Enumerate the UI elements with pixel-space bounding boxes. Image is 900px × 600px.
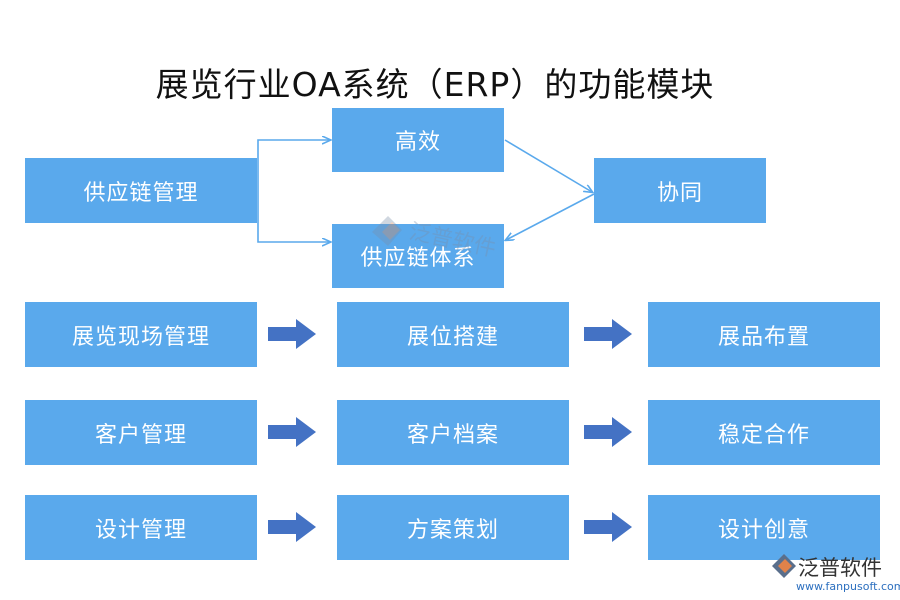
connector-merge-to-bottom bbox=[506, 193, 595, 240]
source-box: 供应链管理 bbox=[25, 158, 257, 223]
branch-bottom-box: 供应链体系 bbox=[332, 224, 504, 288]
row-arrow bbox=[268, 319, 316, 349]
row-3-box-1: 设计管理 bbox=[25, 495, 257, 560]
logo-url: www.fanpusoft.com bbox=[796, 580, 900, 593]
page-title: 展览行业OA系统（ERP）的功能模块 bbox=[155, 65, 715, 104]
row-arrow bbox=[584, 319, 632, 349]
row-1-box-3: 展品布置 bbox=[648, 302, 880, 367]
row-2-label-2: 客户档案 bbox=[406, 422, 499, 448]
connector-to-bottom bbox=[257, 191, 330, 242]
connector-to-top bbox=[257, 140, 330, 191]
row-3-label-1: 设计管理 bbox=[94, 517, 187, 543]
row-1-label-2: 展位搭建 bbox=[406, 324, 499, 350]
logo-name: 泛普软件 bbox=[798, 556, 882, 580]
row-3-label-3: 设计创意 bbox=[717, 517, 810, 543]
fanpu-logo-icon bbox=[772, 554, 796, 578]
row-1-box-1: 展览现场管理 bbox=[25, 302, 257, 367]
row-3-box-3: 设计创意 bbox=[648, 495, 880, 560]
branch-top-box: 高效 bbox=[332, 108, 504, 172]
source-label: 供应链管理 bbox=[83, 180, 199, 206]
row-arrow bbox=[584, 512, 632, 542]
row-2-box-2: 客户档案 bbox=[337, 400, 569, 465]
row-1-label-1: 展览现场管理 bbox=[71, 324, 210, 350]
branch-top-label: 高效 bbox=[394, 130, 441, 155]
row-arrow bbox=[268, 417, 316, 447]
svg-text:泛普软件: 泛普软件 bbox=[407, 219, 498, 262]
connector-top-to-merge bbox=[504, 139, 592, 192]
row-2-label-3: 稳定合作 bbox=[717, 422, 810, 448]
row-1-label-3: 展品布置 bbox=[717, 324, 810, 350]
row-arrows bbox=[268, 319, 632, 542]
row-2-box-3: 稳定合作 bbox=[648, 400, 880, 465]
row-3-label-2: 方案策划 bbox=[406, 517, 499, 543]
row-1-box-2: 展位搭建 bbox=[337, 302, 569, 367]
merge-box: 协同 bbox=[594, 158, 766, 223]
row-3-box-2: 方案策划 bbox=[337, 495, 569, 560]
watermark-logo: 泛普软件 bbox=[372, 216, 498, 262]
brand-logo: 泛普软件 www.fanpusoft.com bbox=[770, 550, 900, 596]
row-2-box-1: 客户管理 bbox=[25, 400, 257, 465]
row-2-label-1: 客户管理 bbox=[94, 422, 187, 448]
row-arrow bbox=[584, 417, 632, 447]
branch-connector bbox=[257, 139, 595, 242]
merge-label: 协同 bbox=[656, 180, 703, 206]
row-arrow bbox=[268, 512, 316, 542]
branch-bottom-label: 供应链体系 bbox=[360, 246, 476, 271]
